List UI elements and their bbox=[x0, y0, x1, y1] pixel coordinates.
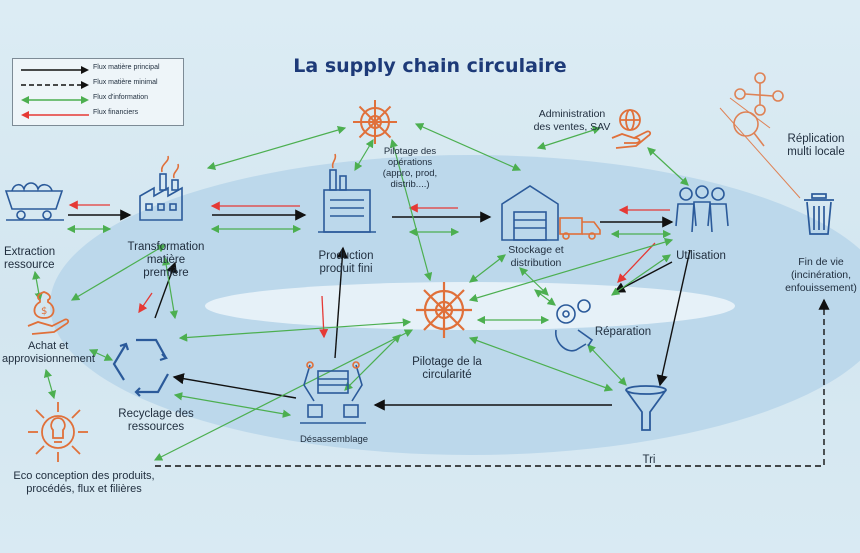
hand-globe-icon bbox=[611, 109, 652, 149]
node-utilisation-label: Utilisation bbox=[676, 250, 726, 262]
legend-label: Flux matière principal bbox=[93, 64, 160, 71]
legend-item: Flux matière minimal bbox=[13, 78, 183, 92]
helm-icon bbox=[416, 282, 472, 338]
node-tri-label: Tri bbox=[642, 454, 656, 466]
helm-icon bbox=[353, 100, 397, 144]
money-hand-icon: $ bbox=[27, 291, 70, 335]
legend-item: Flux d'information bbox=[13, 93, 183, 107]
dashed-black-arrow-icon bbox=[21, 81, 89, 89]
node-eco-label: Eco conception des produits,procédés, fl… bbox=[13, 470, 155, 495]
people-icon bbox=[675, 185, 729, 233]
red-arrow-icon bbox=[21, 111, 89, 119]
legend: Flux matière principal Flux matière mini… bbox=[12, 58, 184, 126]
legend-label: Flux d'information bbox=[93, 94, 149, 101]
node-desassemblage-label: Désassemblage bbox=[299, 434, 369, 445]
svg-text:$: $ bbox=[41, 306, 47, 317]
gears-hand-icon bbox=[555, 299, 594, 352]
information-flows bbox=[32, 123, 689, 461]
legend-item: Flux financiers bbox=[13, 108, 183, 122]
diagram-title: La supply chain circulaire bbox=[293, 55, 567, 77]
node-fin-de-vie-label: Fin de vie(incinération,enfouissement) bbox=[785, 256, 857, 294]
legend-label: Flux matière minimal bbox=[93, 79, 158, 86]
lightbulb-icon bbox=[28, 402, 88, 462]
building-icon bbox=[318, 153, 376, 233]
legend-item: Flux matière principal bbox=[13, 63, 183, 77]
green-double-arrow-icon bbox=[21, 96, 89, 104]
warehouse-icon bbox=[501, 185, 601, 241]
factory-icon bbox=[139, 155, 183, 221]
recycle-icon bbox=[112, 338, 169, 397]
funnel-icon bbox=[625, 385, 667, 431]
trash-icon bbox=[804, 193, 834, 235]
robot-arms-icon bbox=[300, 361, 366, 424]
solid-black-arrow-icon bbox=[21, 66, 89, 74]
magnifier-network-icon bbox=[719, 72, 801, 199]
legend-label: Flux financiers bbox=[93, 109, 139, 116]
mine-cart-icon bbox=[4, 182, 64, 221]
node-reparation-label: Réparation bbox=[594, 326, 652, 338]
